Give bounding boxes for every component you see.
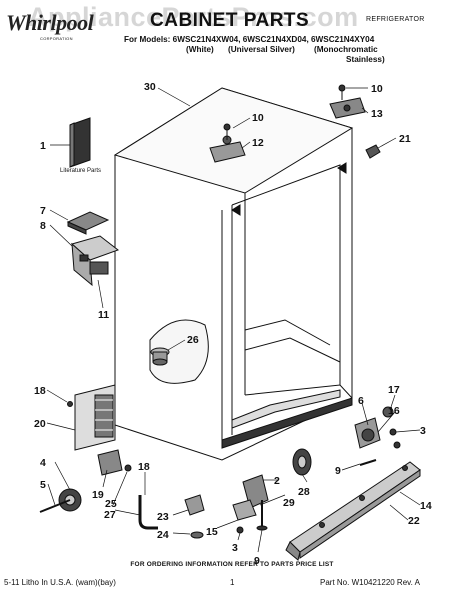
callout-11: 11 [98, 309, 109, 321]
center-bracket [232, 474, 269, 534]
callout-26: 26 [187, 334, 199, 346]
callout-20: 20 [34, 418, 46, 430]
callout-8: 8 [40, 220, 46, 232]
callout-16: 16 [388, 405, 400, 417]
leader-lines [46, 87, 421, 553]
rear-wheel [292, 448, 312, 476]
variant-mono-line1: (Monochromatic [314, 45, 378, 54]
callout-numbers: 30 1 10 12 10 13 21 7 8 11 26 18 20 17 1… [34, 81, 432, 567]
right-screw [359, 459, 377, 466]
callout-3-bottom: 3 [232, 542, 238, 554]
callout-22: 22 [408, 515, 420, 527]
callout-5: 5 [40, 479, 46, 491]
variant-mono-line2: Stainless) [346, 55, 385, 64]
control-board [70, 235, 120, 287]
callout-6: 6 [358, 395, 364, 407]
side-grille [67, 384, 116, 451]
callout-30: 30 [144, 81, 156, 93]
callout-10-right: 10 [371, 83, 383, 95]
watermark: AppliancePartsPros.com [28, 2, 359, 32]
callout-19: 19 [92, 489, 104, 501]
callout-9-bottom: 9 [254, 555, 260, 567]
base-grille [285, 461, 421, 561]
brand-logo-subtitle: CORPORATION [40, 36, 73, 41]
callout-14: 14 [420, 500, 432, 512]
page-title: CABINET PARTS [150, 10, 310, 31]
callout-4: 4 [40, 457, 46, 469]
ordering-note: FOR ORDERING INFORMATION REFER TO PARTS … [130, 561, 334, 568]
callout-23: 23 [157, 511, 169, 523]
callout-25: 25 [105, 498, 117, 510]
callout-18-left: 18 [34, 385, 46, 397]
callout-13: 13 [371, 108, 383, 120]
variant-white: (White) [186, 45, 214, 54]
right-front-roller [354, 406, 401, 449]
callout-10-center: 10 [252, 112, 264, 124]
callout-7: 7 [40, 205, 46, 217]
callout-12: 12 [252, 137, 264, 149]
category-label: REFRIGERATOR [366, 16, 425, 23]
variant-silver: (Universal Silver) [228, 45, 295, 54]
insulation-pad [66, 211, 110, 235]
callout-15: 15 [206, 526, 218, 538]
drain-fitting [150, 347, 170, 366]
litho-note: 5-11 Litho In U.S.A. (wam)(bay) [4, 578, 116, 587]
literature-parts [69, 117, 91, 168]
brand-logo: Whirlpool [6, 10, 94, 35]
callout-18-bottom: 18 [138, 461, 150, 473]
cabinet-vent-panel [149, 319, 209, 384]
callout-21: 21 [399, 133, 411, 145]
left-front-roller [39, 449, 123, 513]
callout-17: 17 [388, 384, 400, 396]
left-leveling-parts [124, 464, 205, 539]
part-number: Part No. W10421220 Rev. A [320, 578, 420, 587]
callout-27: 27 [104, 509, 116, 521]
top-hinge-right [329, 84, 366, 119]
page-number: 1 [230, 578, 235, 587]
hinge-cap [365, 144, 381, 159]
literature-parts-label: Literature Parts [60, 168, 101, 174]
callout-9-right: 9 [335, 465, 341, 477]
callout-24: 24 [157, 529, 169, 541]
callout-3-right: 3 [420, 425, 426, 437]
models-line: For Models: 6WSC21N4XW04, 6WSC21N4XD04, … [124, 35, 375, 44]
top-hinge-center [209, 123, 246, 163]
callout-1: 1 [40, 140, 46, 152]
callout-2: 2 [274, 475, 280, 487]
callout-29: 29 [283, 497, 295, 509]
callout-28: 28 [298, 486, 310, 498]
